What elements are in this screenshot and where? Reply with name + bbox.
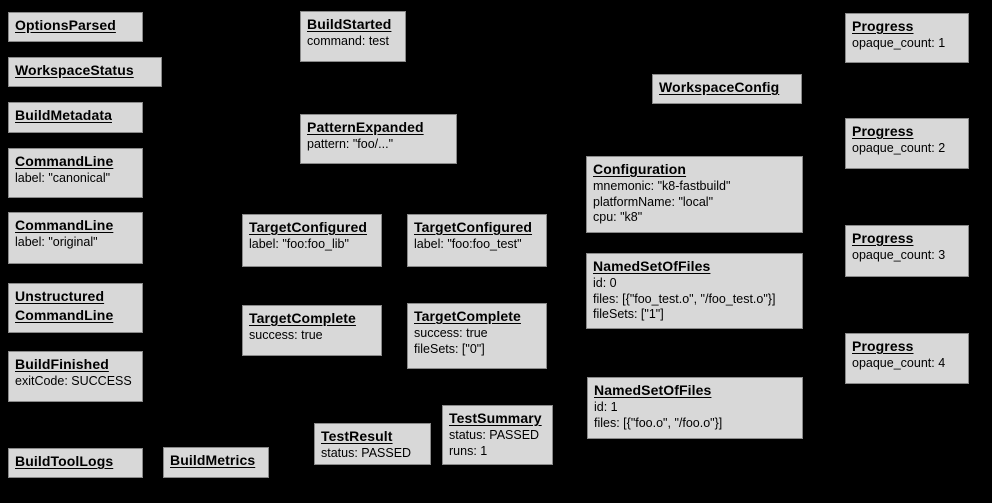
event-title: Progress bbox=[852, 230, 914, 246]
event-box-targetconfigured: TargetConfigured label: "foo:foo_test" bbox=[407, 214, 547, 267]
event-detail: id: 1 bbox=[594, 400, 618, 414]
event-box-progress: Progress opaque_count: 4 bbox=[845, 333, 969, 384]
event-detail: command: test bbox=[307, 34, 389, 48]
event-detail: fileSets: ["1"] bbox=[593, 307, 664, 321]
event-detail: pattern: "foo/..." bbox=[307, 137, 394, 151]
event-detail: platformName: "local" bbox=[593, 194, 714, 209]
event-title: CommandLine bbox=[15, 153, 114, 169]
event-box-targetconfigured: TargetConfigured label: "foo:foo_lib" bbox=[242, 214, 382, 267]
event-detail: opaque_count: 1 bbox=[852, 36, 946, 50]
event-box-unstructured-commandline: Unstructured CommandLine bbox=[8, 283, 143, 333]
event-title: Progress bbox=[852, 123, 914, 139]
event-title: BuildFinished bbox=[15, 356, 109, 372]
event-detail: success: true bbox=[249, 328, 323, 342]
event-detail: files: [{"foo.o", "/foo.o"}] bbox=[594, 415, 723, 430]
event-detail: opaque_count: 3 bbox=[852, 248, 946, 262]
event-title: BuildMetadata bbox=[15, 107, 112, 123]
event-box-commandline: CommandLine label: "canonical" bbox=[8, 148, 143, 198]
event-box-buildfinished: BuildFinished exitCode: SUCCESS bbox=[8, 351, 143, 402]
event-title: Configuration bbox=[593, 161, 687, 177]
event-detail: files: [{"foo_test.o", "/foo_test.o"}] bbox=[593, 291, 776, 306]
event-detail: id: 0 bbox=[593, 276, 617, 290]
event-title: TargetConfigured bbox=[414, 219, 533, 235]
event-title: OptionsParsed bbox=[15, 17, 116, 33]
event-box-testresult: TestResult status: PASSED bbox=[314, 423, 431, 465]
event-title: TargetComplete bbox=[249, 310, 356, 326]
event-box-optionsparsed: OptionsParsed bbox=[8, 12, 143, 42]
event-box-buildmetadata: BuildMetadata bbox=[8, 102, 143, 133]
event-title: TestResult bbox=[321, 428, 393, 444]
event-title: NamedSetOfFiles bbox=[594, 382, 712, 398]
event-title: BuildStarted bbox=[307, 16, 392, 32]
event-detail: exitCode: SUCCESS bbox=[15, 374, 132, 388]
event-detail: cpu: "k8" bbox=[593, 210, 643, 224]
event-title: NamedSetOfFiles bbox=[593, 258, 711, 274]
event-detail: label: "original" bbox=[15, 235, 98, 249]
event-title: WorkspaceConfig bbox=[659, 79, 780, 95]
event-box-buildstarted: BuildStarted command: test bbox=[300, 11, 406, 62]
event-detail: runs: 1 bbox=[449, 443, 488, 458]
event-title: TargetConfigured bbox=[249, 219, 368, 235]
event-box-buildmetrics: BuildMetrics bbox=[163, 447, 269, 478]
event-detail: fileSets: ["0"] bbox=[414, 341, 485, 356]
event-title: BuildToolLogs bbox=[15, 453, 114, 469]
event-title: Unstructured CommandLine bbox=[15, 288, 114, 323]
event-detail: status: PASSED bbox=[321, 446, 412, 460]
event-box-workspaceconfig: WorkspaceConfig bbox=[652, 74, 802, 104]
event-detail: label: "foo:foo_lib" bbox=[249, 237, 349, 251]
event-detail: label: "foo:foo_test" bbox=[414, 237, 522, 251]
event-box-progress: Progress opaque_count: 2 bbox=[845, 118, 969, 169]
event-title: Progress bbox=[852, 18, 914, 34]
event-detail: label: "canonical" bbox=[15, 171, 111, 185]
event-box-patternexpanded: PatternExpanded pattern: "foo/..." bbox=[300, 114, 457, 164]
event-box-progress: Progress opaque_count: 1 bbox=[845, 13, 969, 63]
event-box-progress: Progress opaque_count: 3 bbox=[845, 225, 969, 277]
event-detail: mnemonic: "k8-fastbuild" bbox=[593, 179, 731, 193]
event-detail: opaque_count: 2 bbox=[852, 141, 946, 155]
event-title: BuildMetrics bbox=[170, 452, 256, 468]
event-box-buildtoollogs: BuildToolLogs bbox=[8, 448, 143, 478]
event-title: TestSummary bbox=[449, 410, 542, 426]
event-title: CommandLine bbox=[15, 217, 114, 233]
event-title: WorkspaceStatus bbox=[15, 62, 134, 78]
event-detail: success: true bbox=[414, 326, 488, 340]
event-detail: opaque_count: 4 bbox=[852, 356, 946, 370]
event-title: Progress bbox=[852, 338, 914, 354]
event-box-workspacestatus: WorkspaceStatus bbox=[8, 57, 162, 87]
event-box-targetcomplete: TargetComplete success: true bbox=[242, 305, 382, 356]
event-detail: status: PASSED bbox=[449, 428, 540, 442]
event-box-commandline: CommandLine label: "original" bbox=[8, 212, 143, 264]
event-title: PatternExpanded bbox=[307, 119, 424, 135]
event-box-configuration: Configuration mnemonic: "k8-fastbuild"pla… bbox=[586, 156, 803, 233]
event-title: TargetComplete bbox=[414, 308, 521, 324]
